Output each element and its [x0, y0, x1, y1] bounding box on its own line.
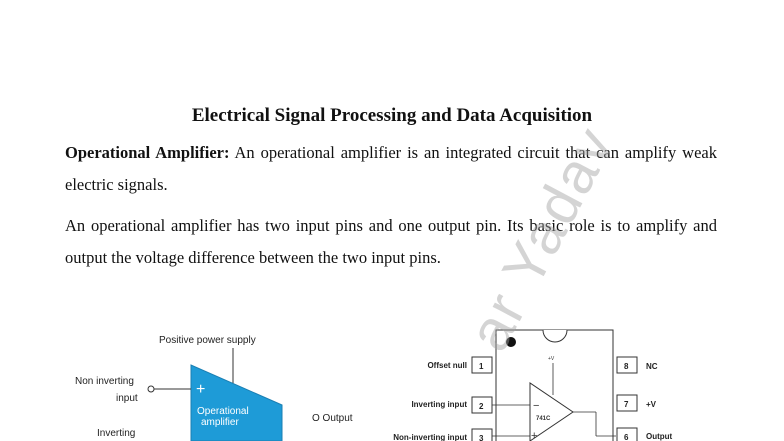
pin-number-3: 3	[479, 434, 484, 441]
page-title: Electrical Signal Processing and Data Ac…	[191, 105, 593, 126]
non-inverting-label-1: Non inverting	[75, 376, 134, 387]
pin-label-offset-null: Offset null	[427, 361, 467, 370]
pin-number-8: 8	[624, 362, 629, 371]
chip-label: 741C	[536, 416, 551, 422]
opamp-label-1: Operational	[197, 406, 249, 417]
positive-supply-label: Positive power supply	[159, 335, 256, 346]
term-label: Operational Amplifier:	[65, 143, 230, 162]
pin-box-6	[616, 427, 638, 441]
paragraph-definition: Operational Amplifier: An operational am…	[65, 137, 717, 201]
opamp-label-2: amplifier	[201, 417, 239, 428]
ic-notch	[542, 329, 568, 343]
pin-number-7: 7	[624, 400, 629, 409]
pin-number-6: 6	[624, 433, 629, 441]
plus-sign: +	[196, 381, 205, 398]
inner-minus: −	[533, 400, 539, 412]
definition-text: An operational amplifier is an integrate…	[65, 143, 717, 194]
pin-box-3	[471, 428, 493, 441]
pin-number-1: 1	[479, 362, 484, 371]
pin-number-2: 2	[479, 402, 484, 411]
pin-label-output: Output	[646, 432, 673, 441]
non-inverting-terminal	[147, 385, 155, 393]
inverting-label: Inverting	[97, 428, 135, 439]
inner-plus: +	[531, 430, 537, 441]
output-label: O Output	[312, 413, 353, 424]
pin-box-1	[471, 356, 493, 374]
pin-label-nc: NC	[646, 362, 658, 371]
pin1-marker	[506, 337, 516, 347]
pin-label-inverting-input: Inverting input	[411, 400, 467, 409]
non-inverting-label-2: input	[116, 393, 138, 404]
pin-box-7	[616, 394, 638, 412]
pin-label-vplus: +V	[646, 400, 657, 409]
pin-box-8	[616, 356, 638, 374]
opamp-triangle	[190, 364, 283, 441]
pin-label-non-inverting-input: Non-inverting input	[393, 433, 467, 441]
inner-opamp-triangle	[529, 382, 574, 441]
pin-box-2	[471, 396, 493, 414]
ic-pinout-diagram: +V − + 741C 1 Offset null 2 Inverting in…	[393, 329, 673, 441]
vplus-small-label: +V	[548, 356, 555, 362]
opamp-diagram: Positive power supply + Operational ampl…	[75, 335, 353, 441]
paragraph-description: An operational amplifier has two input p…	[65, 216, 717, 267]
